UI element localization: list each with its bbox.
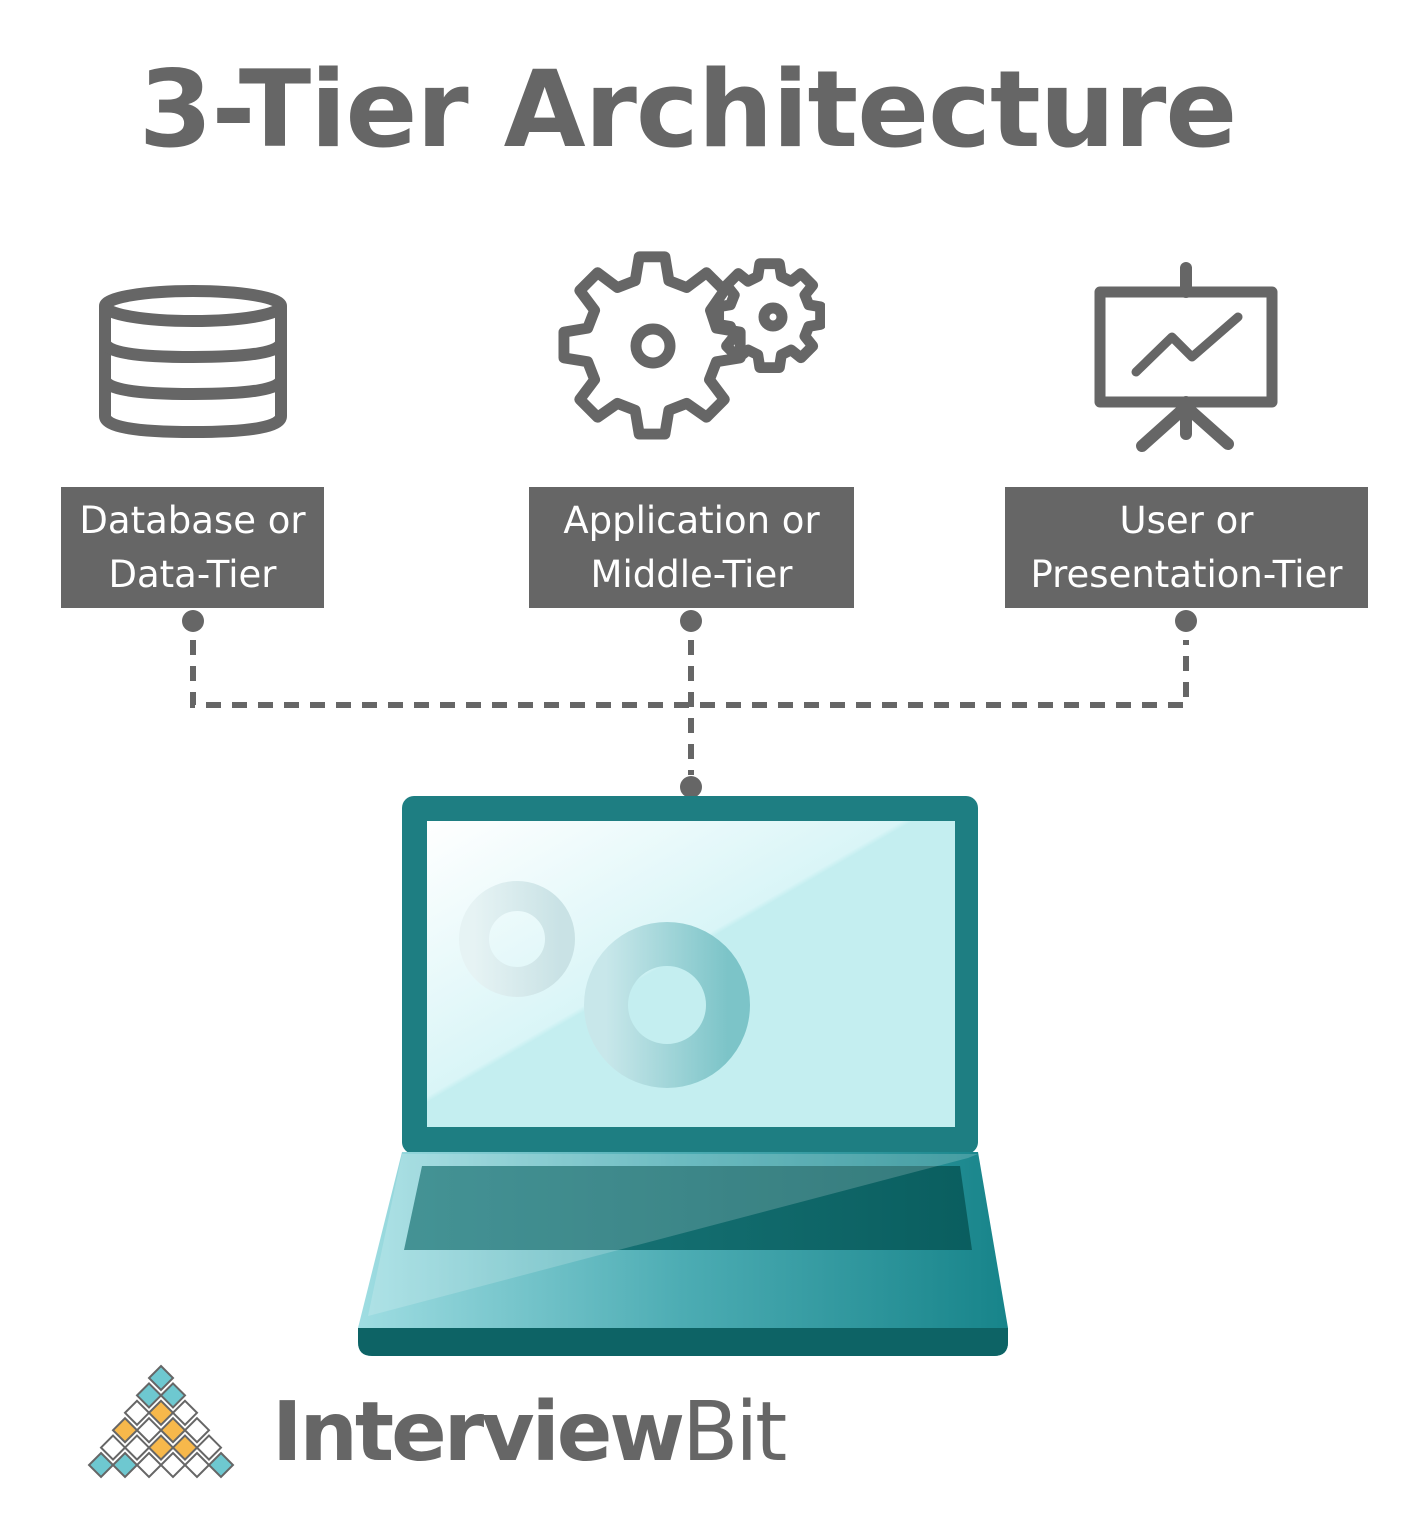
logo-tile	[159, 1416, 187, 1444]
brand-name: InterviewBit	[272, 1385, 787, 1480]
interviewbit-logo-icon	[64, 1364, 258, 1482]
tier-label-line2: Data-Tier	[108, 552, 277, 596]
tier-label-line1: Database or	[79, 498, 306, 542]
logo-tile	[147, 1434, 175, 1462]
connector-dot	[182, 610, 204, 632]
logo-tile	[183, 1451, 211, 1479]
logo-tile	[147, 1399, 175, 1427]
tier-label-line2: Presentation-Tier	[1030, 552, 1343, 596]
tier-label-line1: Application or	[563, 498, 820, 542]
connector-line	[190, 640, 1189, 708]
logo-tile	[195, 1434, 223, 1462]
logo-tile	[159, 1381, 187, 1409]
logo-tile	[171, 1399, 199, 1427]
logo-tile	[207, 1451, 235, 1479]
logo-tile	[147, 1364, 175, 1392]
page-title: 3-Tier Architecture	[138, 48, 1238, 171]
logo-tile	[111, 1416, 139, 1444]
logo-tile	[135, 1451, 163, 1479]
connector-dot	[680, 610, 702, 632]
logo-tile	[123, 1434, 151, 1462]
logo-tile	[135, 1381, 163, 1409]
laptop-icon	[356, 796, 1010, 1358]
tier-box-data: Database or Data-Tier	[61, 487, 324, 608]
brand-name-part2: Bit	[682, 1385, 787, 1480]
tier-box-application: Application or Middle-Tier	[529, 487, 854, 608]
logo-tile	[111, 1451, 139, 1479]
tier-label-line2: Middle-Tier	[590, 552, 793, 596]
connector-dot	[680, 776, 702, 798]
logo-tile	[135, 1416, 163, 1444]
tier-label-line1: User or	[1119, 498, 1254, 542]
logo-tile	[171, 1434, 199, 1462]
brand-name-part1: Interview	[272, 1385, 685, 1480]
logo-tile	[87, 1451, 115, 1479]
gears-icon	[555, 250, 825, 445]
presentation-board-icon	[1092, 262, 1282, 454]
logo-tile	[123, 1399, 151, 1427]
logo-tile	[183, 1416, 211, 1444]
database-icon	[96, 284, 290, 440]
connector-dot	[1175, 610, 1197, 632]
tier-box-presentation: User or Presentation-Tier	[1005, 487, 1368, 608]
logo-tile	[159, 1451, 187, 1479]
logo-tile	[99, 1434, 127, 1462]
connector-lines	[182, 610, 1197, 798]
